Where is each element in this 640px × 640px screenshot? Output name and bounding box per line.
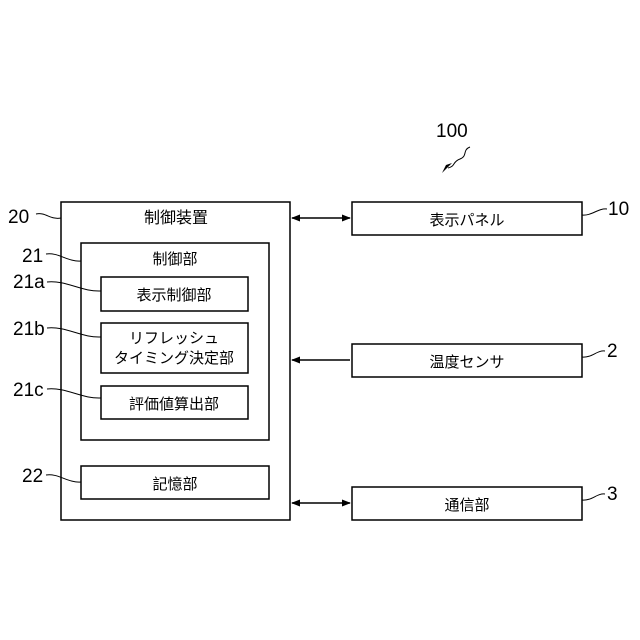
display-panel-label: 表示パネル [429, 211, 504, 229]
figure-ref-leader [448, 147, 470, 168]
controller-ref-leader [36, 214, 61, 219]
communication-ref-leader [582, 494, 605, 500]
display-panel-ref: 10 [608, 199, 629, 220]
temperature-sensor-ref-leader [582, 351, 605, 357]
control-unit-title: 制御部 [152, 250, 197, 268]
display-control-ref: 21a [13, 272, 45, 293]
storage-label: 記憶部 [152, 475, 197, 493]
figure-ref-arrowhead [442, 163, 452, 173]
storage-ref: 22 [22, 466, 43, 487]
display-panel-ref-leader [582, 209, 607, 215]
communication-label: 通信部 [444, 496, 489, 514]
controller-title: 制御装置 [144, 208, 208, 227]
display-control-label: 表示制御部 [136, 286, 211, 304]
control-unit-ref: 21 [22, 246, 43, 267]
communication-ref: 3 [607, 484, 618, 505]
refresh-timing-line2: タイミング決定部 [114, 349, 234, 367]
evaluation-label: 評価値算出部 [129, 395, 219, 413]
temperature-sensor-ref: 2 [607, 341, 618, 362]
refresh-timing-line1: リフレッシュ [129, 329, 219, 347]
temperature-sensor-label: 温度センサ [429, 353, 504, 371]
controller-ref: 20 [8, 207, 29, 228]
evaluation-ref: 21c [13, 380, 44, 401]
refresh-timing-ref: 21b [13, 319, 45, 340]
figure-ref-label: 100 [436, 121, 468, 142]
